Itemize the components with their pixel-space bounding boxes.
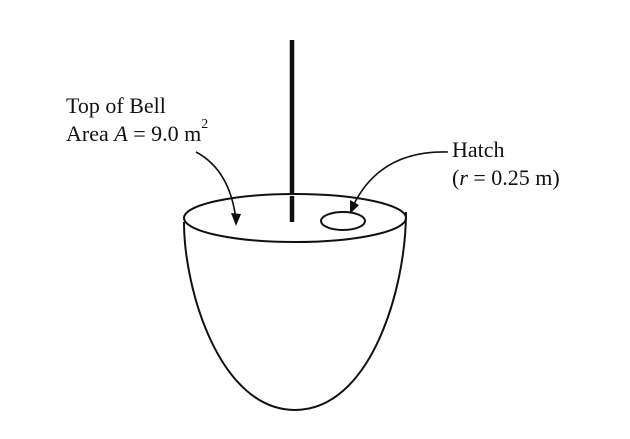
- hatch-arrow: [352, 151, 449, 207]
- top-of-bell-title: Top of Bell: [66, 93, 166, 118]
- area-prefix: Area: [66, 121, 115, 146]
- bell-top-ellipse: [183, 193, 407, 243]
- top-of-bell-label: Top of Bell Area A = 9.0 m2: [66, 92, 208, 148]
- hatch-radius: (r = 0.25 m): [452, 164, 560, 192]
- hatch-radius-value: = 0.25 m): [467, 165, 560, 190]
- hatch-radius-open: (: [452, 165, 460, 190]
- hatch-label: Hatch (r = 0.25 m): [452, 136, 560, 192]
- area-exponent: 2: [201, 117, 209, 132]
- area-variable: A: [114, 121, 128, 146]
- top-of-bell-arrow: [195, 151, 237, 221]
- area-value: Area A = 9.0 m2: [66, 117, 209, 148]
- hatch-radius-variable: r: [459, 165, 468, 190]
- hatch-title: Hatch: [452, 137, 505, 162]
- area-amount: = 9.0 m: [127, 121, 202, 146]
- bell-body: [183, 211, 407, 412]
- top-of-bell-arrowhead: [231, 213, 241, 226]
- hatch-arrowhead: [350, 200, 359, 214]
- hatch-ellipse: [320, 211, 366, 231]
